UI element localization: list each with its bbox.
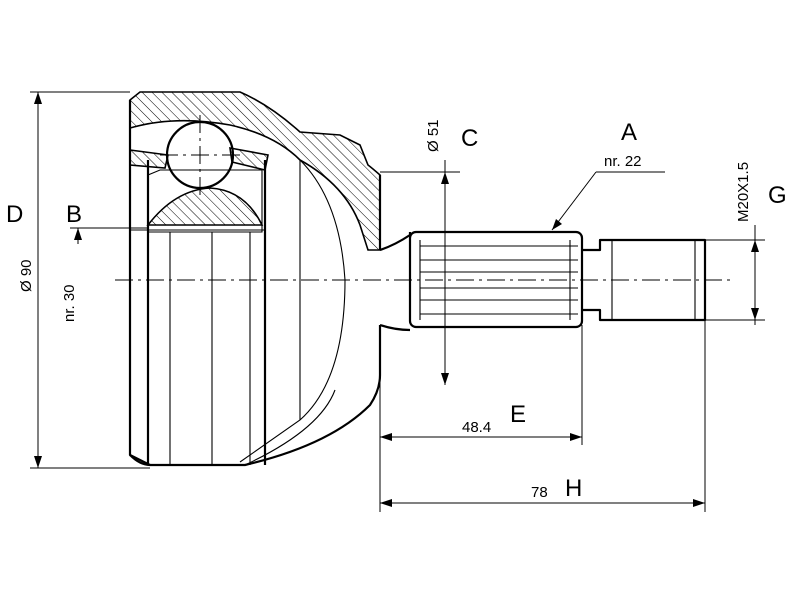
label-78: 78 (531, 484, 548, 501)
cage-section-right (229, 147, 269, 171)
threaded-end (582, 238, 707, 322)
dim-h78 (380, 320, 706, 512)
label-48-4: 48.4 (462, 419, 491, 436)
joint-housing (128, 91, 382, 467)
label-nr-22: nr. 22 (604, 153, 642, 170)
label-A: A (621, 119, 637, 146)
dim-g-thread (705, 225, 765, 325)
dim-b-nr30 (70, 227, 148, 244)
label-dia-90: Ø 90 (18, 259, 35, 292)
leader-a-nr22 (551, 171, 665, 231)
housing-outline (128, 100, 382, 467)
splined-shaft (408, 230, 584, 329)
dim-e48 (379, 325, 583, 512)
cage-section-left (129, 149, 169, 169)
label-dia-51: Ø 51 (425, 119, 442, 152)
inner-race-section (146, 187, 264, 226)
label-nr-30: nr. 30 (61, 284, 78, 322)
label-E: E (510, 401, 526, 428)
housing-section-top (129, 91, 381, 251)
label-H: H (565, 475, 582, 502)
dim-d90 (30, 91, 150, 469)
label-G: G (768, 182, 787, 209)
label-thread: M20X1.5 (735, 162, 752, 222)
label-C: C (461, 125, 478, 152)
label-B: B (66, 201, 82, 228)
label-D: D (6, 201, 23, 228)
dim-c51 (380, 160, 460, 385)
shaft-neck (379, 232, 412, 332)
